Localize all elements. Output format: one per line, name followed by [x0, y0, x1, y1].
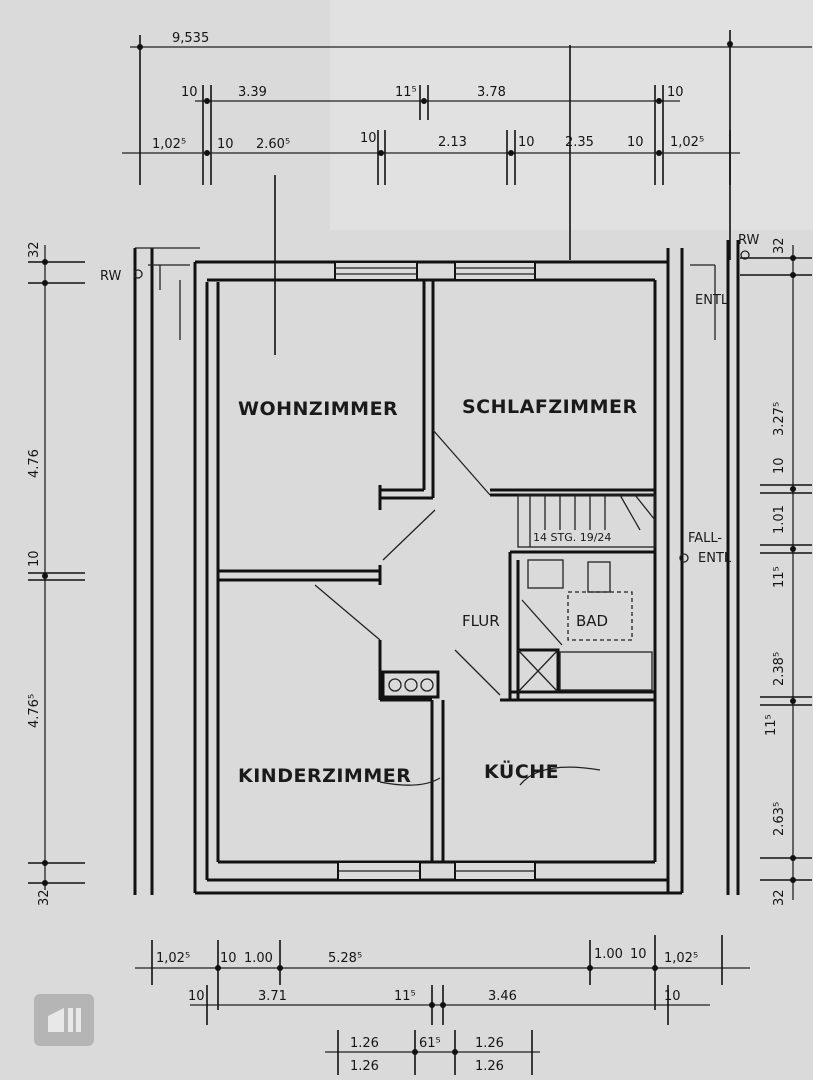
room-wohnzimmer: WOHNZIMMER	[238, 398, 398, 420]
dim-top-3-7: 10	[627, 135, 644, 150]
dim-left-4: 32	[37, 889, 52, 906]
dim-right-4: 11⁵	[772, 566, 787, 588]
dim-overall-width: 9,535	[172, 31, 209, 46]
dim-bottom-3-1: 61⁵	[419, 1036, 441, 1051]
dim-top-3-1: 10	[217, 137, 234, 152]
dim-bottom-4-0: 1.26	[350, 1059, 379, 1074]
logo-icon	[48, 1008, 81, 1032]
dim-bottom-1-0: 1,02⁵	[156, 951, 190, 966]
paper-highlight	[330, 0, 813, 230]
dim-top-2-1: 3.39	[238, 85, 267, 100]
dim-bottom-2-4: 10	[664, 989, 681, 1004]
dim-top-3-6: 2.35	[565, 135, 594, 150]
dim-top-2-0: 10	[181, 85, 198, 100]
fall-pipe-icon	[679, 553, 689, 563]
dim-bottom-1-6: 1,02⁵	[664, 951, 698, 966]
bottom-dimensions	[135, 935, 750, 1075]
label-rw-right: RW	[738, 233, 760, 248]
stove-icon	[381, 670, 440, 699]
dim-top-3-4: 2.13	[438, 135, 467, 150]
dim-top-2-2: 11⁵	[395, 85, 417, 100]
dim-right-8: 32	[772, 889, 787, 906]
label-fall-entl: ENTL	[698, 551, 732, 566]
label-stairs: 14 STG. 19/24	[533, 531, 611, 544]
dim-top-3-0: 1,02⁵	[152, 137, 186, 152]
dim-left-3: 4.76⁵	[27, 694, 42, 728]
dim-bottom-1-3: 5.28⁵	[328, 951, 362, 966]
dim-bottom-1-4: 1.00	[594, 947, 623, 962]
dim-bottom-2-3: 3.46	[488, 989, 517, 1004]
dim-bottom-1-1: 10	[220, 951, 237, 966]
dim-right-1: 3.27⁵	[772, 402, 787, 436]
top-dimensions	[122, 30, 812, 355]
label-rw-left: RW	[100, 269, 122, 284]
dim-right-3: 1.01	[772, 505, 787, 534]
dim-left-0: 32	[27, 241, 42, 258]
dim-top-2-4: 10	[667, 85, 684, 100]
room-flur: FLUR	[462, 612, 500, 630]
dim-right-2: 10	[772, 457, 787, 474]
watermark-logo	[34, 994, 94, 1046]
room-bad: BAD	[576, 612, 608, 630]
dim-left-1: 4.76	[27, 449, 42, 478]
dim-bottom-3-2: 1.26	[475, 1036, 504, 1051]
dim-top-3-3: 10	[360, 131, 377, 146]
dim-top-3-5: 10	[518, 135, 535, 150]
dim-right-5: 2.38⁵	[772, 652, 787, 686]
dim-bottom-3-0: 1.26	[350, 1036, 379, 1051]
exterior-walls	[133, 240, 740, 895]
label-fall: FALL-	[688, 531, 722, 546]
dim-bottom-2-0: 10	[188, 989, 205, 1004]
room-kueche: KÜCHE	[484, 759, 559, 783]
left-dimensions	[28, 245, 85, 890]
dim-top-3-2: 2.60⁵	[256, 137, 290, 152]
dim-bottom-1-2: 1.00	[244, 951, 273, 966]
room-schlafzimmer: SCHLAFZIMMER	[462, 396, 638, 418]
bath-fixtures	[516, 559, 653, 694]
dim-bottom-4-1: 1.26	[475, 1059, 504, 1074]
stairs	[517, 494, 656, 548]
dim-bottom-2-2: 11⁵	[394, 989, 416, 1004]
dim-right-6: 11⁵	[764, 714, 779, 736]
dim-top-2-3: 3.78	[477, 85, 506, 100]
downpipe-right-icon	[740, 250, 750, 260]
doors	[314, 429, 601, 786]
label-entl: ENTL	[695, 293, 729, 308]
dim-bottom-2-1: 3.71	[258, 989, 287, 1004]
right-dimensions	[740, 245, 812, 900]
dim-top-3-8: 1,02⁵	[670, 135, 704, 150]
dim-left-2: 10	[27, 550, 42, 567]
dim-right-7: 2.63⁵	[772, 802, 787, 836]
dim-bottom-1-5: 10	[630, 947, 647, 962]
room-kinderzimmer: KINDERZIMMER	[238, 765, 411, 787]
interior-walls	[218, 280, 655, 862]
downpipe-left-icon	[133, 269, 143, 279]
dim-right-0: 32	[772, 237, 787, 254]
